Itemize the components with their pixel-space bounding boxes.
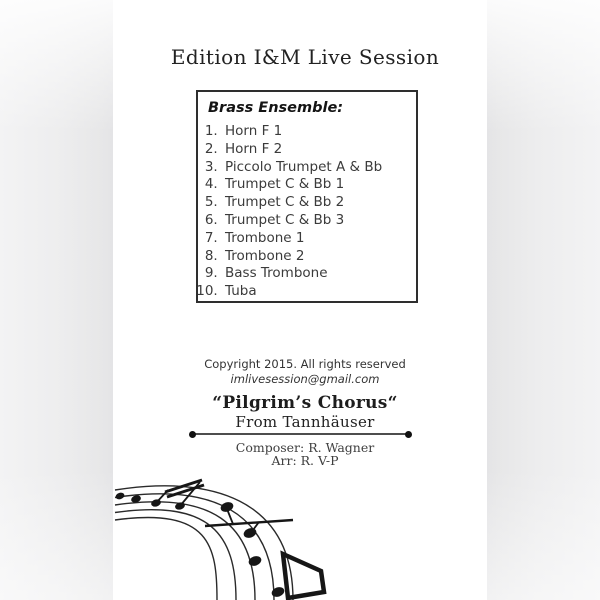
arranger-line: Arr: R. V-P — [271, 453, 339, 468]
edition-title: Edition I&M Live Session — [170, 45, 440, 69]
note-heads — [115, 492, 285, 597]
ensemble-item: Tuba — [222, 283, 416, 301]
ensemble-list: Horn F 1Horn F 2Piccolo Trumpet A & BbTr… — [198, 123, 416, 301]
ensemble-item: Horn F 1 — [222, 123, 416, 141]
ensemble-item: Trumpet C & Bb 1 — [222, 176, 416, 194]
staff-lines — [114, 485, 294, 600]
ensemble-item: Trumpet C & Bb 3 — [222, 212, 416, 230]
ensemble-item: Trombone 2 — [222, 248, 416, 266]
left-background-shade — [0, 0, 113, 600]
copyright-line: Copyright 2015. All rights reserved — [204, 357, 406, 371]
ensemble-item: Trumpet C & Bb 2 — [222, 194, 416, 212]
divider-line — [189, 430, 412, 438]
composer-line: Composer: R. Wagner — [235, 440, 375, 455]
music-notes-illustration — [114, 478, 327, 600]
ensemble-box: Brass Ensemble: Horn F 1Horn F 2Piccolo … — [196, 90, 418, 303]
piece-title: “Pilgrim’s Chorus“ — [212, 393, 398, 413]
ensemble-item: Bass Trombone — [222, 265, 416, 283]
ensemble-item: Horn F 2 — [222, 141, 416, 159]
ensemble-item: Trombone 1 — [222, 230, 416, 248]
ensemble-heading: Brass Ensemble: — [208, 100, 344, 116]
right-background-shade — [487, 0, 600, 600]
piece-subtitle: From Tannhäuser — [235, 413, 375, 431]
copyright-block: Copyright 2015. All rights reserved imli… — [10, 357, 600, 386]
ensemble-item: Piccolo Trumpet A & Bb — [222, 159, 416, 177]
copyright-email: imlivesession@gmail.com — [230, 371, 380, 386]
note-beams — [155, 478, 327, 600]
